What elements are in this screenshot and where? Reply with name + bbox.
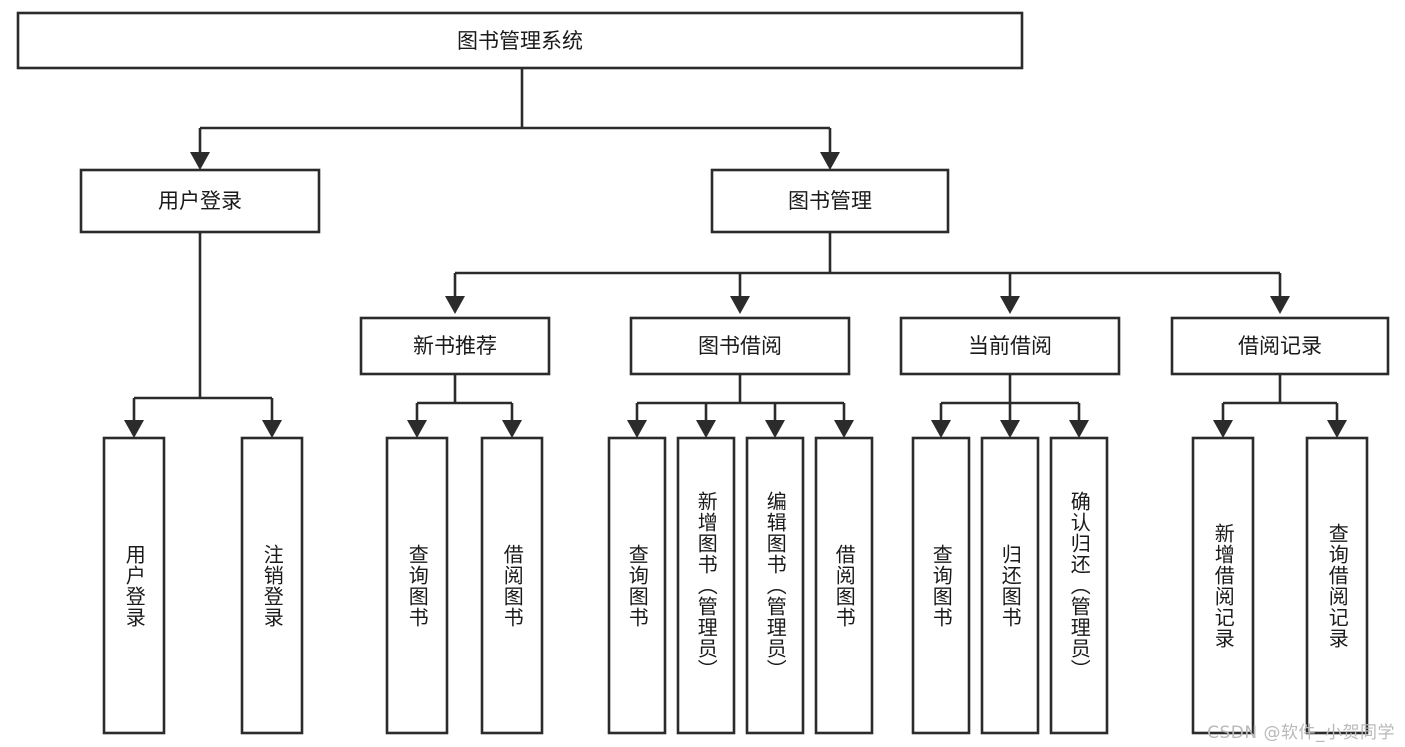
node-leaf-borrow-record-2[interactable] [1305, 436, 1369, 735]
csdn-watermark: CSDN @软件_小贺同学 [1207, 723, 1395, 743]
connector-root-to-level1 [190, 68, 840, 170]
connector-currentborrow-to-leaves [931, 374, 1089, 438]
node-leaf-book-borrow-2[interactable] [676, 436, 736, 735]
node-book-borrow[interactable]: 图书借阅 [629, 316, 851, 376]
connector-bookmgmt-to-level2 [445, 232, 1290, 314]
node-user-login[interactable]: 用户登录 [79, 168, 321, 234]
node-leaf-user-login-1[interactable] [102, 436, 166, 735]
node-leaf-book-borrow-3[interactable] [745, 436, 805, 735]
node-borrow-record-label: 借阅记录 [1238, 334, 1322, 358]
connector-borrowrecord-to-leaves [1213, 374, 1347, 438]
node-book-borrow-label: 图书借阅 [698, 334, 782, 358]
node-new-book-recommend[interactable]: 新书推荐 [359, 316, 551, 376]
node-leaf-user-login-2[interactable] [240, 436, 304, 735]
node-book-management[interactable]: 图书管理 [710, 168, 950, 234]
node-leaf-current-borrow-3[interactable] [1049, 436, 1109, 735]
connector-bookborrow-to-leaves [627, 374, 854, 438]
node-current-borrow[interactable]: 当前借阅 [899, 316, 1121, 376]
node-leaf-borrow-record-1[interactable] [1191, 436, 1255, 735]
node-borrow-record[interactable]: 借阅记录 [1170, 316, 1390, 376]
node-root[interactable]: 图书管理系统 [16, 11, 1024, 70]
node-leaf-new-book-2[interactable] [480, 436, 544, 735]
node-new-book-recommend-label: 新书推荐 [413, 334, 497, 358]
node-book-management-label: 图书管理 [788, 189, 872, 213]
node-user-login-label: 用户登录 [158, 189, 242, 213]
node-leaf-book-borrow-4[interactable] [814, 436, 874, 735]
connector-userlogin-to-leaves [124, 232, 282, 438]
node-leaf-book-borrow-1[interactable] [607, 436, 667, 735]
node-leaf-current-borrow-2[interactable] [980, 436, 1040, 735]
node-root-label: 图书管理系统 [457, 29, 583, 53]
node-leaf-new-book-1[interactable] [385, 436, 449, 735]
connector-newbook-to-leaves [407, 374, 522, 438]
node-current-borrow-label: 当前借阅 [968, 334, 1052, 358]
node-leaf-current-borrow-1[interactable] [911, 436, 971, 735]
